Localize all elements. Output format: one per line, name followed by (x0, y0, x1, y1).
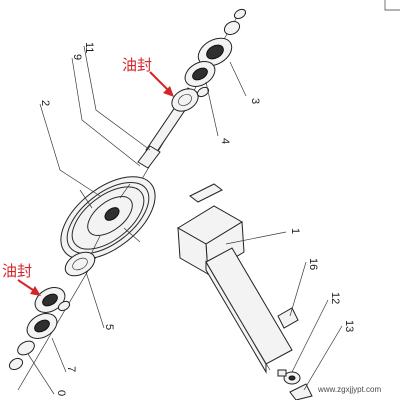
leader-11 (83, 45, 151, 151)
callout-9: 9 (71, 54, 83, 60)
callout-3: 3 (249, 98, 261, 104)
fitting-small (277, 369, 287, 377)
bearing-stack-top (171, 8, 247, 112)
pulley-rim-groove-2 (71, 186, 145, 250)
frame-arm-top (205, 247, 293, 365)
oil-seal-top-arrowhead (163, 86, 174, 97)
leader-13 (303, 325, 343, 391)
callout-16: 16 (307, 258, 319, 270)
washer-top (223, 20, 241, 36)
oil-seal-left-arrowhead (30, 286, 41, 296)
callout-5: 5 (103, 324, 115, 330)
fitting-13 (289, 383, 313, 400)
leader-2 (39, 103, 101, 197)
nut-bottom (8, 357, 24, 371)
bottom-fittings (277, 369, 313, 400)
leader-12 (291, 299, 329, 373)
pulley-spokes (79, 183, 141, 253)
leader-lines (27, 45, 343, 395)
bearing-5 (64, 251, 96, 277)
spacer-ring (196, 86, 210, 98)
pulley-rim-groove-1 (66, 181, 150, 255)
callout-7: 7 (65, 366, 77, 372)
oil-seal-label-top: 油封 (122, 56, 152, 74)
bearing-second-inner (192, 67, 208, 81)
frame-arm-edge (213, 275, 271, 371)
oil-seal-bottom-hole (42, 293, 58, 307)
oil-seal-top-arrow-line (149, 71, 171, 93)
bearing-3-inner (206, 44, 224, 60)
corner-mark (384, 0, 400, 11)
washer-bottom (17, 340, 35, 356)
callout-0: 0 (55, 390, 67, 396)
pulley-wheel (60, 176, 156, 260)
frame-slot-16 (277, 307, 299, 329)
nut-top (233, 8, 247, 20)
bracket-tab (189, 183, 223, 203)
leader-1 (225, 231, 287, 245)
callout-1: 1 (289, 228, 301, 234)
pulley-hub (87, 196, 133, 236)
bearing-7-inner (34, 319, 50, 333)
leader-4 (205, 81, 219, 137)
leader-7 (51, 337, 67, 373)
callout-13: 13 (343, 320, 355, 332)
leader-3 (229, 61, 247, 97)
leader-16 (289, 261, 307, 317)
oil-seal-label-left: 油封 (2, 262, 32, 280)
callout-11: 11 (83, 42, 95, 53)
leader-5 (85, 271, 105, 329)
spacer-bottom (57, 300, 71, 312)
bearing-5-inner (72, 257, 88, 271)
oil-seal-top-hole (178, 94, 192, 106)
bearing-stack-bottom (8, 251, 96, 371)
callout-12: 12 (329, 292, 341, 304)
leader-9 (71, 57, 141, 167)
callout-4: 4 (219, 138, 231, 144)
leader-0 (27, 353, 55, 395)
watermark-text: www.zgxjjypt.com (317, 385, 381, 394)
frame-bracket (177, 183, 299, 374)
fitting-12-hole (288, 375, 296, 381)
callout-2: 2 (39, 100, 51, 106)
pulley-bore (104, 207, 120, 221)
shaft-collar (137, 145, 161, 169)
